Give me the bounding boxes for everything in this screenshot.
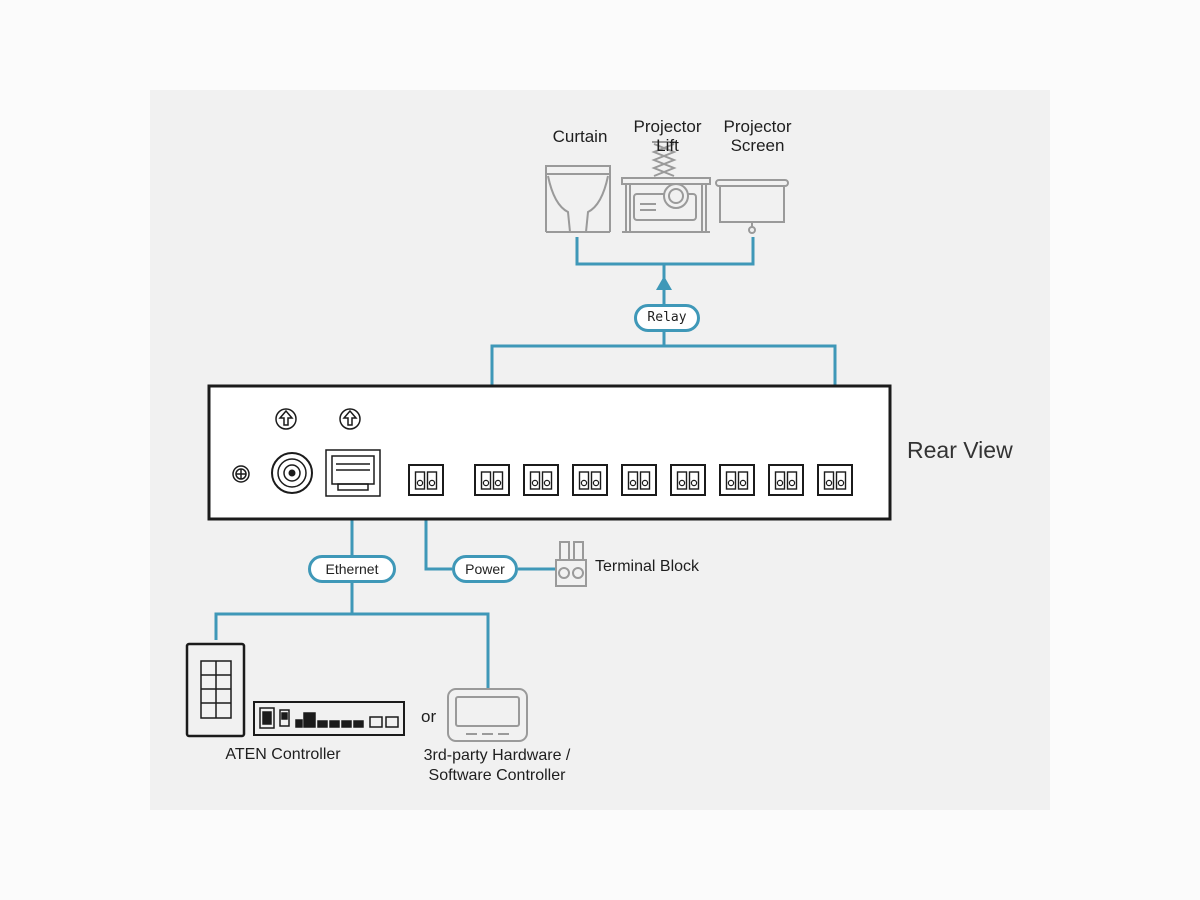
diagram-canvas (185, 141, 892, 742)
rear-panel-device (207, 384, 892, 521)
power-pill: Power (452, 555, 518, 583)
terminal-block-label: Terminal Block (595, 558, 700, 575)
relay-terminal-port-4 (621, 464, 657, 496)
curtain-label: Curtain (552, 127, 608, 146)
aten-keypad-icon (185, 642, 246, 738)
projector-screen-label-line1: Projector (723, 117, 792, 136)
relay-terminal-port-2 (523, 464, 559, 496)
projector-screen-icon (715, 179, 789, 234)
relay-terminal-port-5 (670, 464, 706, 496)
ethernet-arrow-icon (339, 408, 361, 430)
relay-pill: Relay (634, 304, 700, 332)
diagram-panel: Curtain Projector Lift Projector Screen … (150, 90, 1050, 810)
third-party-label-line2: Software Controller (428, 767, 566, 784)
relay-terminal-port-6 (719, 464, 755, 496)
ethernet-pill: Ethernet (308, 555, 396, 583)
ethernet-port-icon (325, 449, 381, 497)
curtain-icon (545, 165, 611, 233)
or-label: or (421, 707, 437, 726)
projector-screen-label-line2: Screen (730, 136, 785, 155)
relay-terminal-port-7 (768, 464, 804, 496)
relay-arrowhead (656, 276, 672, 290)
power-terminal-port (408, 464, 444, 496)
ethernet-connection-lines (214, 497, 490, 688)
rear-view-label: Rear View (907, 437, 1013, 463)
terminal-block-icon (555, 541, 587, 587)
projector-lift-icon (621, 141, 711, 233)
power-connection-lines (424, 497, 556, 571)
terminal-ports (408, 464, 853, 496)
power-jack-arrow-icon (275, 408, 297, 430)
ground-screw-icon (232, 465, 250, 483)
third-party-label-line1: 3rd-party Hardware / (423, 747, 571, 764)
aten-controller-label: ATEN Controller (225, 746, 341, 763)
third-party-controller-icon (447, 688, 528, 742)
relay-terminal-port-1 (474, 464, 510, 496)
relay-terminal-port-3 (572, 464, 608, 496)
relay-terminal-port-8 (817, 464, 853, 496)
aten-controller-box-icon (253, 701, 405, 736)
projector-lift-label-line1: Projector (633, 117, 702, 136)
power-jack-icon (271, 452, 313, 494)
projector-lift-label-line2: Lift (656, 136, 679, 155)
